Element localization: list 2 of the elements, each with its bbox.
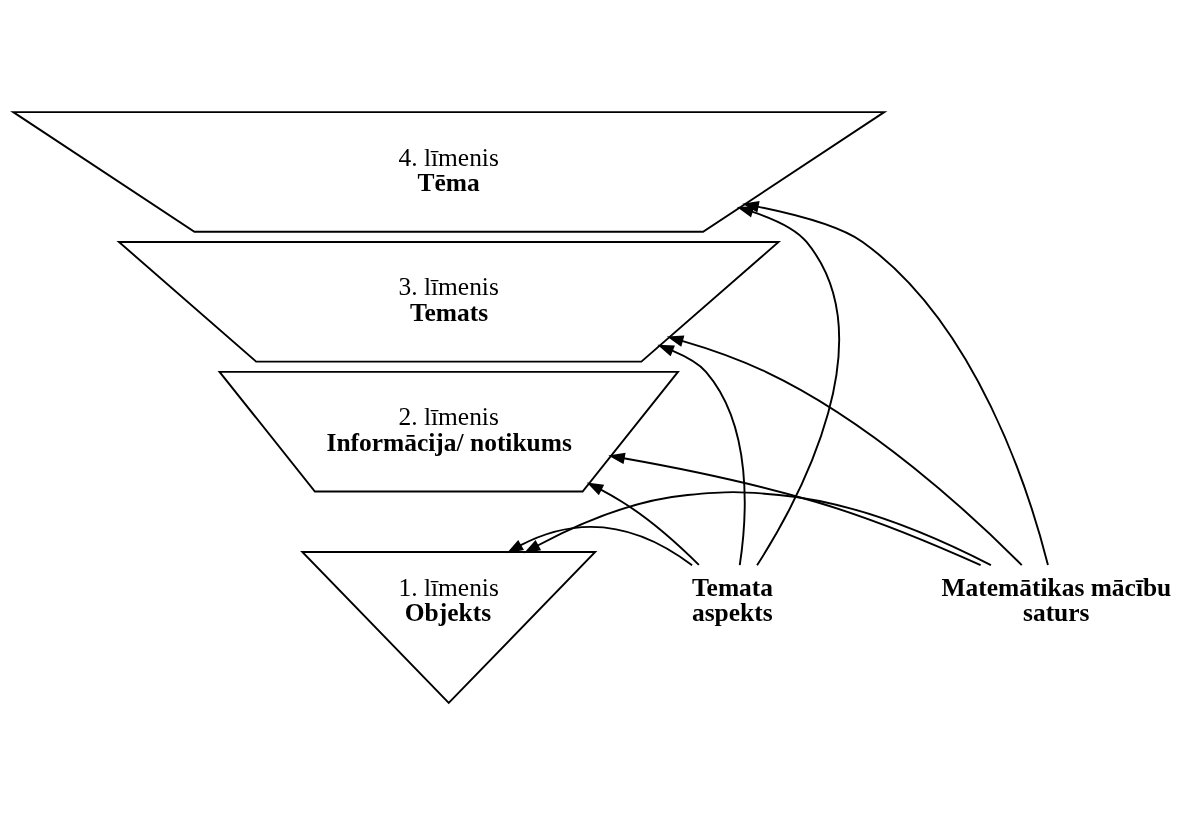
- node-text: Temata aspekts: [691, 572, 774, 628]
- node-text: Matemātikas mācību saturs: [941, 572, 1172, 628]
